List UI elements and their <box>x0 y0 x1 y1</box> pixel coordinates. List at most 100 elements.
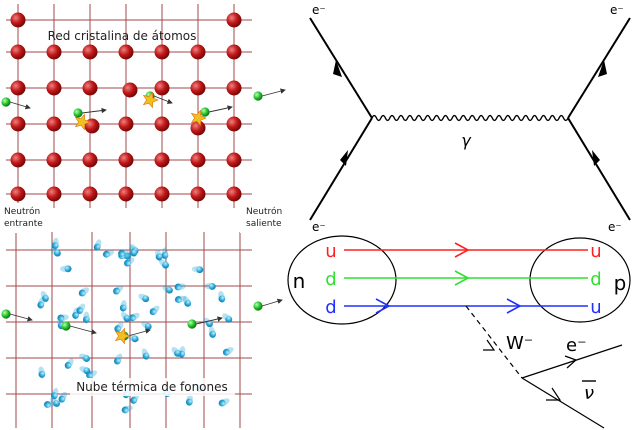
lattice-atom <box>118 152 134 168</box>
phonon-blob <box>50 387 59 400</box>
phonon-blob <box>208 326 217 339</box>
electron-label: e⁻ <box>566 335 587 356</box>
lattice-atom <box>226 80 242 96</box>
photon-label: γ <box>461 131 472 150</box>
lattice-atom <box>46 116 62 132</box>
w-boson-label: W⁻ <box>506 333 533 354</box>
neutron <box>73 108 83 118</box>
phonon-core <box>44 401 51 408</box>
phonon-blob <box>37 297 45 309</box>
phonon-core <box>76 307 84 314</box>
crystal-lattice-panel: Red cristalina de átomos Neutrón entrant… <box>0 4 286 428</box>
neutron-arrow <box>261 298 283 307</box>
phonon-core <box>166 286 173 294</box>
neutron <box>61 321 71 331</box>
neutron-arrow <box>81 107 107 114</box>
right-quark-3: u <box>590 297 601 318</box>
fermion-line-bottom-right <box>567 117 631 221</box>
phonon-blob <box>64 358 74 369</box>
fermion-line-top-left <box>309 17 373 119</box>
phonon-core <box>38 370 46 378</box>
phonon-blob <box>93 239 102 251</box>
phonon-core <box>218 295 226 303</box>
phonon-core <box>142 352 150 360</box>
phonon-core <box>86 371 93 379</box>
phonon-core <box>51 242 59 250</box>
phonon-core <box>53 249 61 257</box>
quark-arrow-d <box>454 270 470 286</box>
phonon-core <box>64 361 72 369</box>
lattice-atom <box>190 152 206 168</box>
phonon-core <box>42 294 49 302</box>
neutron-symbol: n <box>293 269 306 293</box>
phonon-blob <box>162 284 174 294</box>
phonon-core <box>123 314 131 322</box>
proton-ellipse <box>529 237 631 323</box>
lattice-atom <box>46 186 62 202</box>
phonon-blob <box>204 283 217 290</box>
electron-out-line <box>521 344 623 379</box>
phonon-core <box>93 243 101 251</box>
lattice-atom <box>226 152 242 168</box>
phonon-core <box>142 295 150 303</box>
phonon-blob <box>138 293 150 303</box>
proton-symbol: p <box>614 271 627 295</box>
arrow-top-right <box>598 60 607 77</box>
lattice-title: Red cristalina de átomos <box>48 29 197 43</box>
phonon-blob <box>174 295 187 303</box>
lattice-atom <box>82 44 98 60</box>
phonon-blob <box>51 237 59 250</box>
phonon-blob <box>85 370 98 379</box>
lattice-atom <box>46 44 62 60</box>
phonon-core <box>175 296 182 303</box>
phonon-core <box>121 406 129 414</box>
neutron-trajectories <box>1 88 286 345</box>
right-quark-2: d <box>590 269 601 290</box>
phonon-core <box>222 348 230 356</box>
lattice-atom <box>154 116 170 132</box>
phonon-core <box>113 287 120 295</box>
neutron-arrow <box>69 325 97 335</box>
incoming-neutron-label-line1: Neutrón <box>4 206 40 217</box>
lattice-atom <box>226 186 242 202</box>
phonon-core <box>208 283 216 290</box>
phonon-blob <box>222 347 234 356</box>
fermion-line-top-right <box>567 17 631 119</box>
phonon-blob <box>60 265 72 273</box>
incoming-neutron-label-line2: entrante <box>4 219 43 229</box>
phonon-core <box>161 251 169 259</box>
w-boson-line <box>465 305 523 379</box>
phonon-core <box>83 355 90 362</box>
neutron-arrow <box>195 316 223 325</box>
phonon-blob <box>119 300 127 312</box>
phonon-core <box>218 399 226 407</box>
lattice-atom <box>154 44 170 60</box>
phonon-blob <box>127 334 139 343</box>
lattice-atom <box>190 120 206 136</box>
lattice-atom <box>190 186 206 202</box>
left-quark-3: d <box>325 297 336 318</box>
phonon-core <box>174 349 181 357</box>
phonon-blob <box>50 247 61 257</box>
fermion-line-bottom-left <box>309 117 373 221</box>
phonon-blob <box>174 283 187 291</box>
phonon-blob <box>191 266 204 274</box>
outgoing-neutron-label-line2: saliente <box>246 219 282 229</box>
phonon-core <box>118 249 126 257</box>
phonon-core <box>225 315 233 323</box>
phonon-cloud <box>37 237 234 414</box>
phonon-blob <box>114 353 123 365</box>
quark-arrow-d2-left <box>375 298 391 314</box>
phonon-core <box>114 357 121 365</box>
phonon-blob <box>218 290 226 303</box>
lattice-atom <box>82 80 98 96</box>
lattice-atom <box>122 82 138 98</box>
arrow-bottom-right <box>592 150 600 166</box>
electron-label-top-left: e⁻ <box>312 3 326 17</box>
phonon-core <box>130 396 138 404</box>
phonon-blob <box>117 249 130 257</box>
left-quark-1: u <box>325 241 336 262</box>
phonon-core <box>57 314 65 322</box>
phonon-core <box>53 400 60 407</box>
neutron-arrow <box>127 328 151 337</box>
